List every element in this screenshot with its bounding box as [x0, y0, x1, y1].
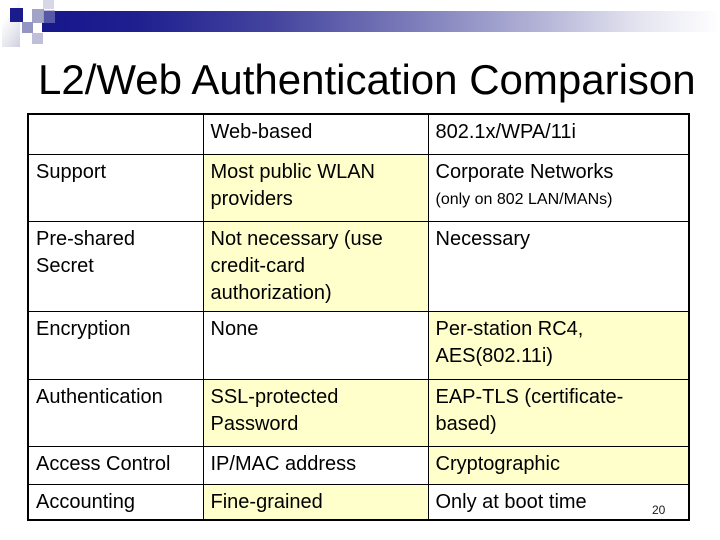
comparison-table: Web-based 802.1x/WPA/11i Support Most pu… [27, 113, 690, 521]
row-label: Authentication [27, 378, 204, 447]
table-row: Accounting Fine-grained Only at boot tim… [27, 483, 690, 521]
cell-l2-authentication: EAP-TLS (certificate-based) [427, 378, 690, 447]
accent-gradient-bar [42, 11, 720, 32]
cell-web-authentication: SSL-protected Password [202, 378, 429, 447]
table-row: Encryption None Per-station RC4, AES(802… [27, 310, 690, 380]
table-header-row: Web-based 802.1x/WPA/11i [27, 113, 690, 155]
deco-square-gray [32, 9, 44, 23]
table-row: Access Control IP/MAC address Cryptograp… [27, 445, 690, 485]
deco-square-light [43, 0, 54, 9]
row-label: Pre-shared Secret [27, 220, 204, 312]
table-row: Support Most public WLAN providers Corpo… [27, 153, 690, 222]
row-label: Accounting [27, 483, 204, 521]
header-cell-8021x: 802.1x/WPA/11i [427, 113, 690, 155]
cell-web-encryption: None [202, 310, 429, 380]
header-cell-web-based: Web-based [202, 113, 429, 155]
deco-square-periwinkle-overlay [43, 10, 55, 23]
cell-web-support: Most public WLAN providers [202, 153, 429, 222]
table-row: Authentication SSL-protected Password EA… [27, 378, 690, 447]
cell-l2-access-control: Cryptographic [427, 445, 690, 485]
slide-title: L2/Web Authentication Comparison [38, 56, 696, 103]
deco-square-periwinkle [22, 22, 33, 33]
cell-web-preshared: Not necessary (use credit-card authoriza… [202, 220, 429, 312]
cell-note-text: (only on 802 LAN/MANs) [435, 190, 613, 208]
cell-web-accounting: Fine-grained [202, 483, 429, 521]
table-row: Pre-shared Secret Not necessary (use cre… [27, 220, 690, 312]
row-label: Encryption [27, 310, 204, 380]
cell-web-access-control: IP/MAC address [202, 445, 429, 485]
cell-l2-support: Corporate Networks (only on 802 LAN/MANs… [427, 153, 690, 222]
row-label: Support [27, 153, 204, 222]
deco-square-navy [10, 8, 23, 22]
cell-l2-encryption: Per-station RC4, AES(802.11i) [427, 310, 690, 380]
row-label: Access Control [27, 445, 204, 485]
cell-l2-preshared: Necessary [427, 220, 690, 312]
cell-l2-accounting: Only at boot time [427, 483, 690, 521]
cell-main-text: Corporate Networks [435, 160, 614, 183]
header-cell-empty [27, 113, 204, 155]
deco-square-lavender [32, 33, 43, 44]
page-number: 20 [652, 503, 666, 517]
